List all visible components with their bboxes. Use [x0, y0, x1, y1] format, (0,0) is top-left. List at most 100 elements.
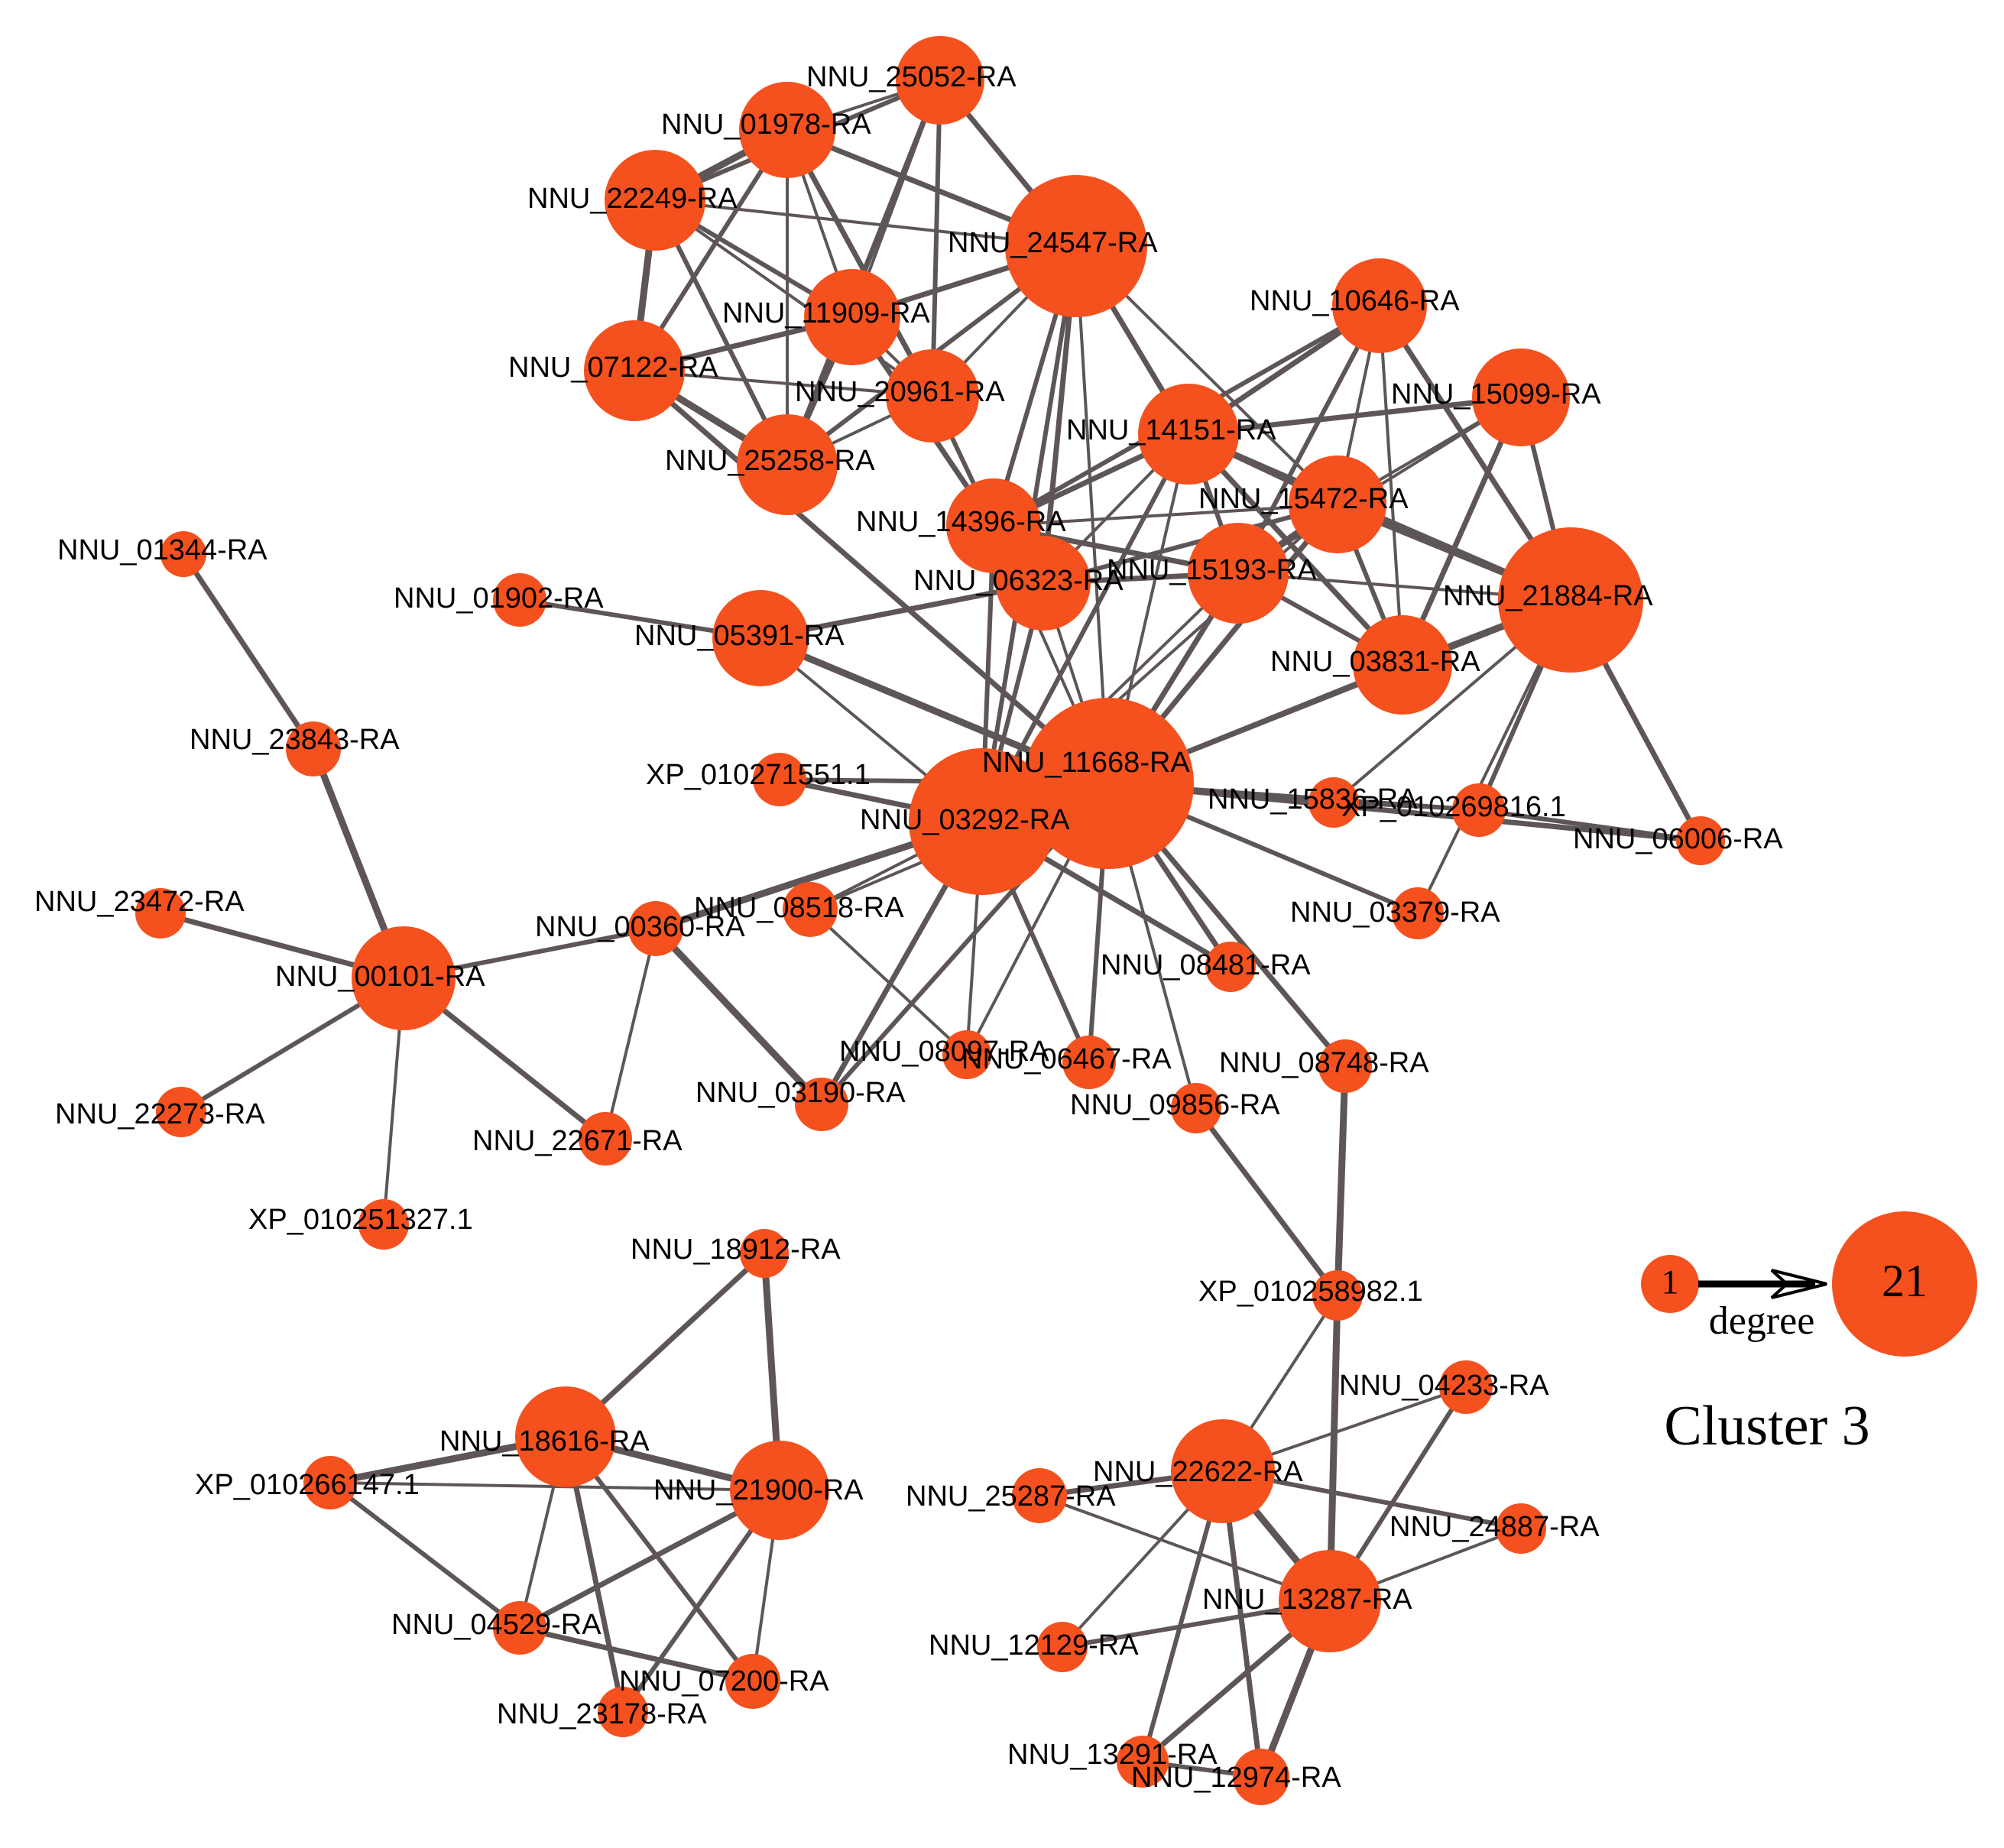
node-label-n50: NNU_24887-RA	[1390, 1511, 1600, 1543]
node-n11[interactable]	[1138, 384, 1239, 485]
node-n30[interactable]	[628, 901, 683, 956]
node-label-n08: NNU_25258-RA	[665, 445, 875, 477]
node-label-n01: NNU_01978-RA	[661, 109, 871, 141]
node-label-n16: NNU_21884-RA	[1443, 580, 1653, 612]
node-label-n54: NNU_12129-RA	[929, 1629, 1139, 1662]
node-n07[interactable]	[886, 349, 979, 443]
node-label-n17: NNU_03831-RA	[1270, 646, 1480, 678]
node-label-n11: NNU_14151-RA	[1066, 414, 1276, 446]
node-n18[interactable]	[161, 531, 206, 577]
node-label-n27: NNU_06006-RA	[1573, 823, 1783, 855]
node-label-n03: NNU_22249-RA	[527, 183, 738, 215]
node-label-n36: NNU_08748-RA	[1219, 1047, 1429, 1079]
node-n17[interactable]	[1353, 615, 1452, 715]
node-n49[interactable]	[1171, 1419, 1275, 1523]
nodes-layer	[135, 36, 1725, 1805]
node-n41[interactable]	[358, 1199, 409, 1250]
node-n29[interactable]	[783, 882, 838, 937]
node-label-n48: NNU_25287-RA	[906, 1480, 1116, 1512]
edge-n04-n21	[1075, 245, 1110, 785]
legend-max-value: 21	[1882, 1256, 1928, 1306]
node-n47[interactable]	[730, 1441, 829, 1540]
legend-min-value: 1	[1662, 1263, 1679, 1302]
node-label-n05: NNU_11909-RA	[722, 297, 930, 329]
node-n01[interactable]	[739, 82, 835, 178]
node-n14[interactable]	[996, 536, 1091, 631]
node-n57[interactable]	[1233, 1749, 1289, 1805]
edge-n21-n27	[1105, 780, 1704, 844]
node-n19[interactable]	[493, 573, 546, 627]
node-n48[interactable]	[1012, 1468, 1067, 1523]
cluster-title: Cluster 3	[1664, 1395, 1869, 1457]
node-n34[interactable]	[942, 1030, 991, 1079]
node-label-n24: NNU_03292-RA	[860, 804, 1070, 836]
node-n05[interactable]	[804, 269, 900, 365]
node-n53[interactable]	[725, 1654, 780, 1709]
node-n21[interactable]	[1023, 698, 1194, 869]
node-n56[interactable]	[1117, 1736, 1169, 1788]
edge-n12-n14	[1041, 502, 1340, 585]
legend-large-node	[1832, 1211, 1977, 1357]
node-n25[interactable]	[1308, 777, 1359, 828]
node-n27[interactable]	[1676, 816, 1725, 865]
node-n06[interactable]	[584, 320, 685, 421]
node-n52[interactable]	[493, 1601, 546, 1655]
node-n20[interactable]	[712, 590, 809, 686]
node-label-n44: NNU_04233-RA	[1339, 1370, 1549, 1402]
node-n23[interactable]	[753, 753, 806, 806]
node-label-n13: NNU_14396-RA	[856, 506, 1066, 538]
edge-n10-n11	[1185, 394, 1524, 437]
node-n55[interactable]	[598, 1687, 648, 1737]
node-n16[interactable]	[1498, 527, 1643, 673]
node-n03[interactable]	[605, 150, 705, 251]
edge-n26-n27	[1477, 808, 1703, 843]
node-n44[interactable]	[1439, 1360, 1493, 1414]
node-n24[interactable]	[909, 748, 1056, 895]
node-n37[interactable]	[795, 1078, 848, 1131]
node-n50[interactable]	[1496, 1503, 1546, 1554]
node-n51[interactable]	[1279, 1550, 1381, 1652]
node-label-n21: NNU_11668-RA	[982, 747, 1190, 779]
node-label-n10: NNU_15099-RA	[1391, 378, 1601, 410]
node-label-n41: XP_010251327.1	[248, 1204, 473, 1236]
node-n45[interactable]	[515, 1386, 616, 1487]
node-n40[interactable]	[579, 1112, 632, 1166]
node-label-n02: NNU_25052-RA	[806, 61, 1017, 93]
node-n46[interactable]	[303, 1456, 357, 1509]
node-label-n55: NNU_23178-RA	[497, 1698, 707, 1730]
node-label-n30: NNU_00360-RA	[535, 911, 745, 943]
node-label-n07: NNU_20961-RA	[795, 376, 1005, 408]
node-n08[interactable]	[737, 414, 838, 515]
node-label-n28: NNU_23472-RA	[34, 886, 245, 918]
node-n32[interactable]	[352, 926, 456, 1030]
node-n35[interactable]	[1062, 1036, 1116, 1089]
legend-small-node	[1641, 1255, 1699, 1313]
node-n15[interactable]	[1188, 523, 1289, 624]
node-n09[interactable]	[1332, 258, 1427, 353]
node-n04[interactable]	[1005, 175, 1147, 317]
node-n31[interactable]	[1392, 887, 1444, 939]
node-n36[interactable]	[1318, 1039, 1372, 1093]
node-n42[interactable]	[740, 1229, 789, 1278]
node-n28[interactable]	[135, 888, 186, 939]
node-label-n19: NNU_01902-RA	[394, 582, 604, 614]
edge-n29-n34	[809, 908, 968, 1056]
node-n02[interactable]	[896, 36, 984, 125]
node-n43[interactable]	[1312, 1270, 1363, 1321]
node-n54[interactable]	[1037, 1622, 1088, 1672]
edge-n45-n53	[563, 1435, 755, 1684]
node-label-n51: NNU_13287-RA	[1202, 1584, 1412, 1616]
node-n38[interactable]	[1171, 1083, 1221, 1133]
node-n39[interactable]	[156, 1087, 206, 1137]
node-n22[interactable]	[286, 721, 341, 776]
node-label-n32: NNU_00101-RA	[275, 961, 485, 993]
node-label-n25: NNU_15836-RA	[1208, 783, 1418, 815]
node-n10[interactable]	[1472, 349, 1570, 446]
edge-n09-n17	[1378, 304, 1404, 666]
node-label-n23: XP_010271551.1	[646, 759, 871, 791]
node-label-n40: NNU_22671-RA	[472, 1125, 683, 1157]
node-n12[interactable]	[1289, 456, 1386, 553]
node-label-n42: NNU_18912-RA	[631, 1234, 841, 1266]
node-n33[interactable]	[1205, 942, 1256, 992]
node-n26[interactable]	[1452, 783, 1506, 837]
